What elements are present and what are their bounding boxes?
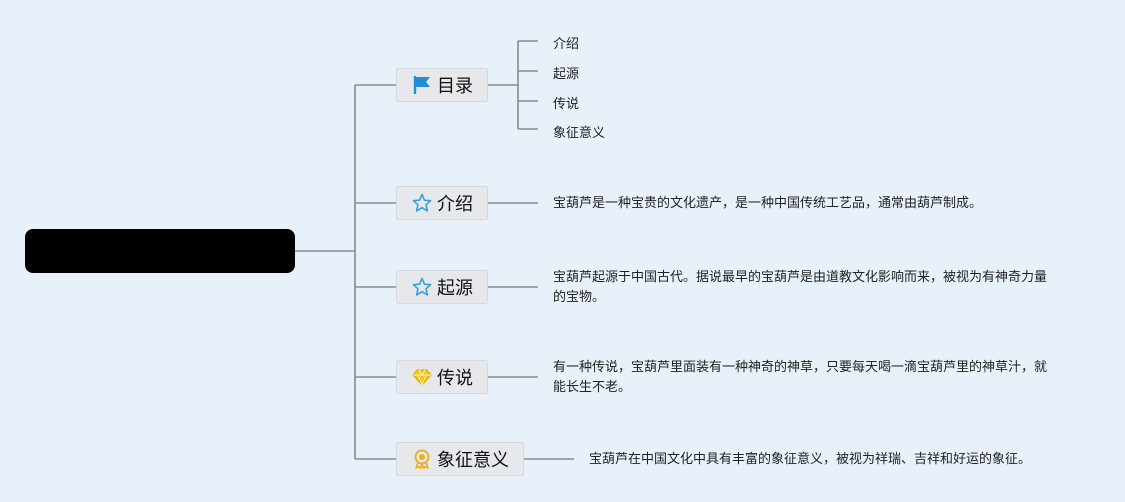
toc-item-legend[interactable]: 传说 (553, 97, 580, 112)
node-intro[interactable]: 介绍 (396, 186, 488, 220)
node-origin[interactable]: 起源 (396, 270, 488, 304)
star-icon (411, 276, 433, 298)
leaf-legend-text: 有一种传说，宝葫芦里面装有一种神奇的神草，只要每天喝一滴宝葫芦里的神草汁，就能长… (553, 360, 1048, 395)
root-node[interactable] (25, 229, 295, 273)
toc-item-symbol[interactable]: 象征意义 (553, 126, 606, 141)
node-toc[interactable]: 目录 (396, 68, 488, 102)
flag-icon (411, 74, 433, 96)
leaf-symbol-text: 宝葫芦在中国文化中具有丰富的象征意义，被视为祥瑞、吉祥和好运的象征。 (589, 452, 1032, 467)
node-legend-label: 传说 (437, 368, 473, 389)
node-intro-label: 介绍 (437, 194, 473, 215)
star-icon (411, 192, 433, 214)
node-symbol-label: 象征意义 (437, 450, 509, 471)
gem-icon (411, 366, 433, 388)
node-symbol[interactable]: 象征意义 (396, 442, 524, 476)
node-toc-label: 目录 (437, 76, 473, 97)
medal-icon (411, 448, 433, 470)
leaf-intro-text: 宝葫芦是一种宝贵的文化遗产，是一种中国传统工艺品，通常由葫芦制成。 (553, 196, 983, 211)
node-legend[interactable]: 传说 (396, 360, 488, 394)
toc-item-origin[interactable]: 起源 (553, 67, 580, 82)
leaf-connector-toc (488, 40, 538, 130)
toc-item-intro[interactable]: 介绍 (553, 37, 580, 52)
leaf-origin-text: 宝葫芦起源于中国古代。据说最早的宝葫芦是由道教文化影响而来，被视为有神奇力量的宝… (553, 270, 1048, 305)
node-origin-label: 起源 (437, 278, 473, 299)
